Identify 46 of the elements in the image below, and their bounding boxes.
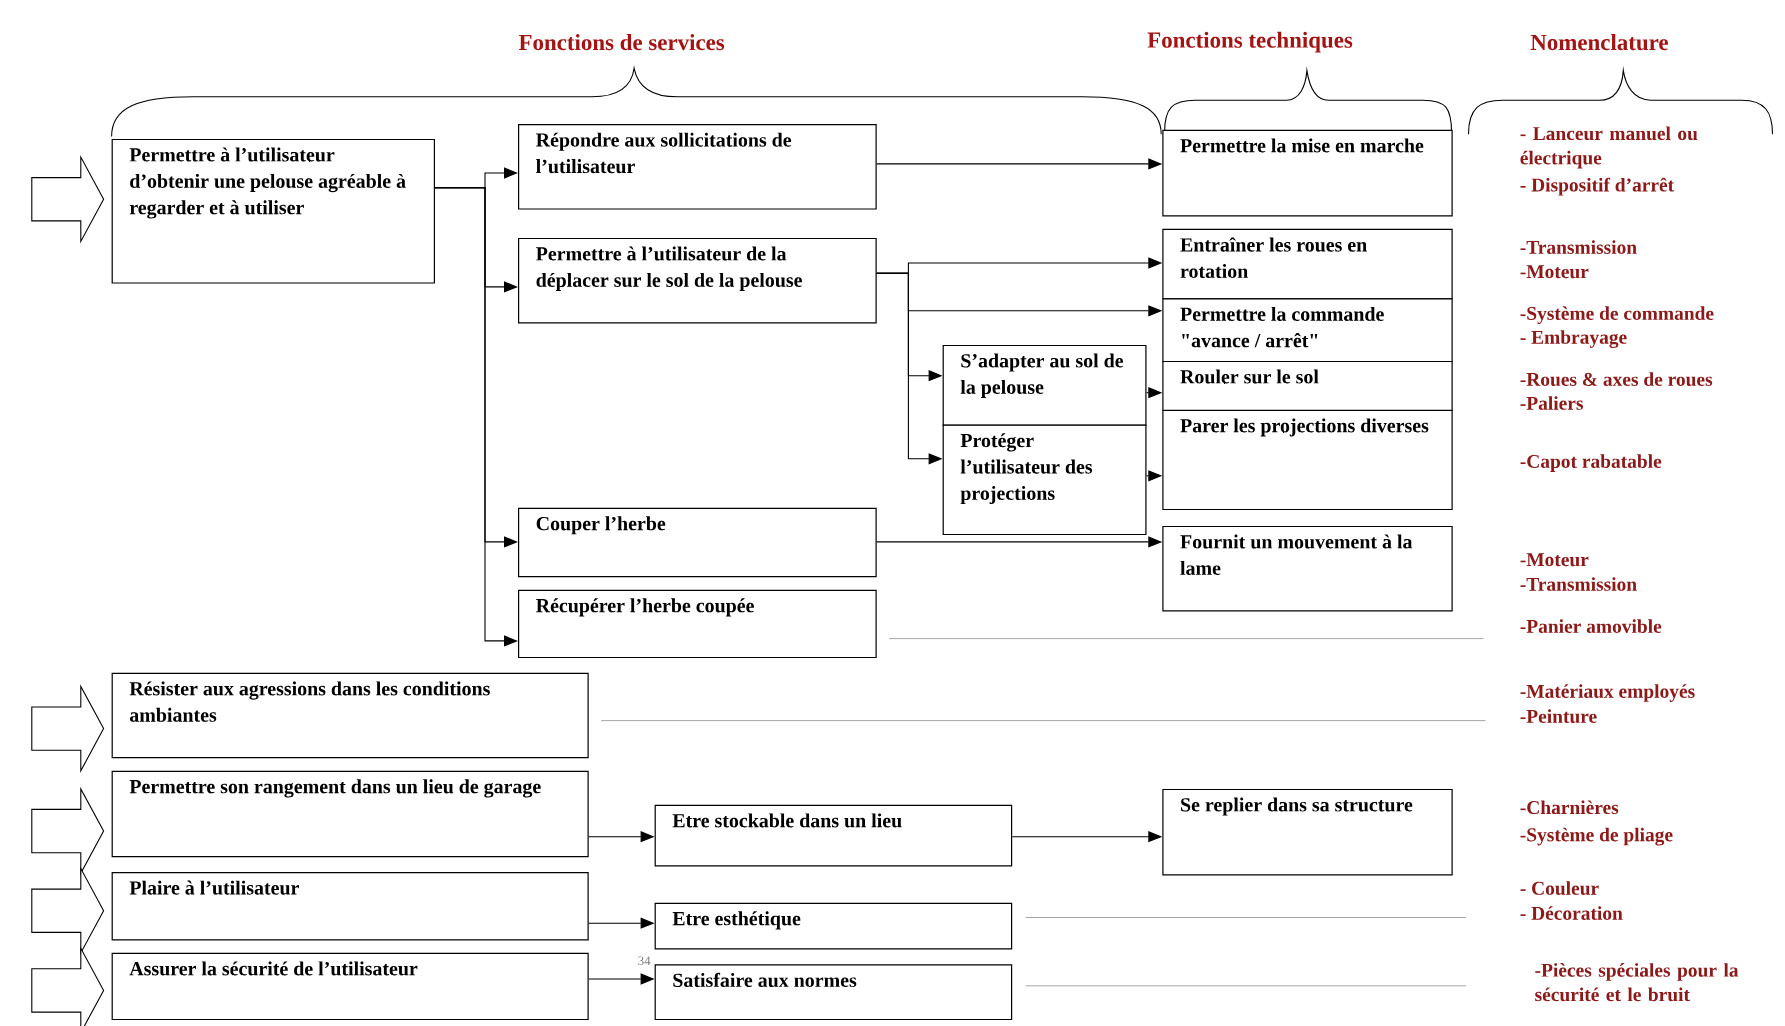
function-box: Fournit un mouvement à la lame xyxy=(1162,525,1453,612)
function-box: Permettre à l’utilisateur d’obtenir une pelouse agréable à regarder et à utiliser xyxy=(111,138,435,284)
component-label: -Pièces spéciales pour la sécurité et le bruit xyxy=(1535,963,1739,1002)
component-label: - Embrayage xyxy=(1520,330,1627,348)
function-box: Protéger l’utilisateur des projections xyxy=(942,424,1147,536)
function-box: Assurer la sécurité de l’utilisateur xyxy=(111,952,589,1021)
function-box: Entraîner les roues en rotation xyxy=(1162,228,1453,300)
component-label: -Matériaux employés xyxy=(1520,684,1695,702)
function-box: Résister aux agressions dans les conditions ambiantes xyxy=(111,672,589,759)
component-label: - Dispositif d’arrêt xyxy=(1520,177,1675,196)
component-label: -Moteur xyxy=(1520,265,1589,279)
component-label: -Transmission xyxy=(1520,577,1637,591)
component-label: -Système de pliage xyxy=(1520,827,1673,846)
function-box: S’adapter au sol de la pelouse xyxy=(942,344,1147,426)
function-box: Satisfaire aux normes xyxy=(654,964,1013,1021)
function-box: Parer les projections diverses xyxy=(1162,409,1453,511)
function-box: Couper l’herbe xyxy=(518,507,877,578)
component-label: -Transmission xyxy=(1520,240,1637,254)
function-box: Permettre la mise en marche xyxy=(1162,129,1453,217)
component-label: -Panier amovible xyxy=(1520,619,1662,633)
component-label: -Charnières xyxy=(1520,800,1619,815)
component-label: - Lanceur manuel ou électrique xyxy=(1520,126,1698,169)
block-arrow xyxy=(31,946,105,1026)
function-box: Permettre à l’utilisateur de la déplacer sur le sol de la pelouse xyxy=(518,237,877,324)
function-box: Se replier dans sa structure xyxy=(1162,788,1453,876)
component-label: -Roues & axes de roues xyxy=(1520,372,1713,386)
function-box: Etre stockable dans un lieu xyxy=(654,804,1013,867)
component-label: - Couleur xyxy=(1520,881,1599,895)
function-box: Permettre son rangement dans un lieu de garage xyxy=(111,770,589,858)
heading: Fonctions de services xyxy=(518,34,725,51)
function-box: Rouler sur le sol xyxy=(1162,360,1453,412)
heading: Fonctions techniques xyxy=(1147,31,1353,53)
function-box: Répondre aux sollicitations de l’utilisateur xyxy=(518,124,877,210)
component-label: -Système de commande xyxy=(1520,306,1714,324)
heading: Nomenclature xyxy=(1530,34,1668,51)
component-label: -Paliers xyxy=(1520,396,1583,410)
arrow xyxy=(434,187,518,647)
component-label: -Capot rabatable xyxy=(1520,454,1662,472)
component-label: -Moteur xyxy=(1520,553,1589,567)
function-box: Plaire à l’utilisateur xyxy=(111,872,589,941)
component-label: - Décoration xyxy=(1520,906,1623,920)
function-box: Etre esthétique xyxy=(654,902,1013,950)
page-number: 34 xyxy=(638,956,651,966)
function-box: Permettre la commande "avance / arrêt" xyxy=(1162,298,1453,363)
function-box: Récupérer l’herbe coupée xyxy=(518,589,877,659)
component-label: -Peinture xyxy=(1520,709,1597,723)
